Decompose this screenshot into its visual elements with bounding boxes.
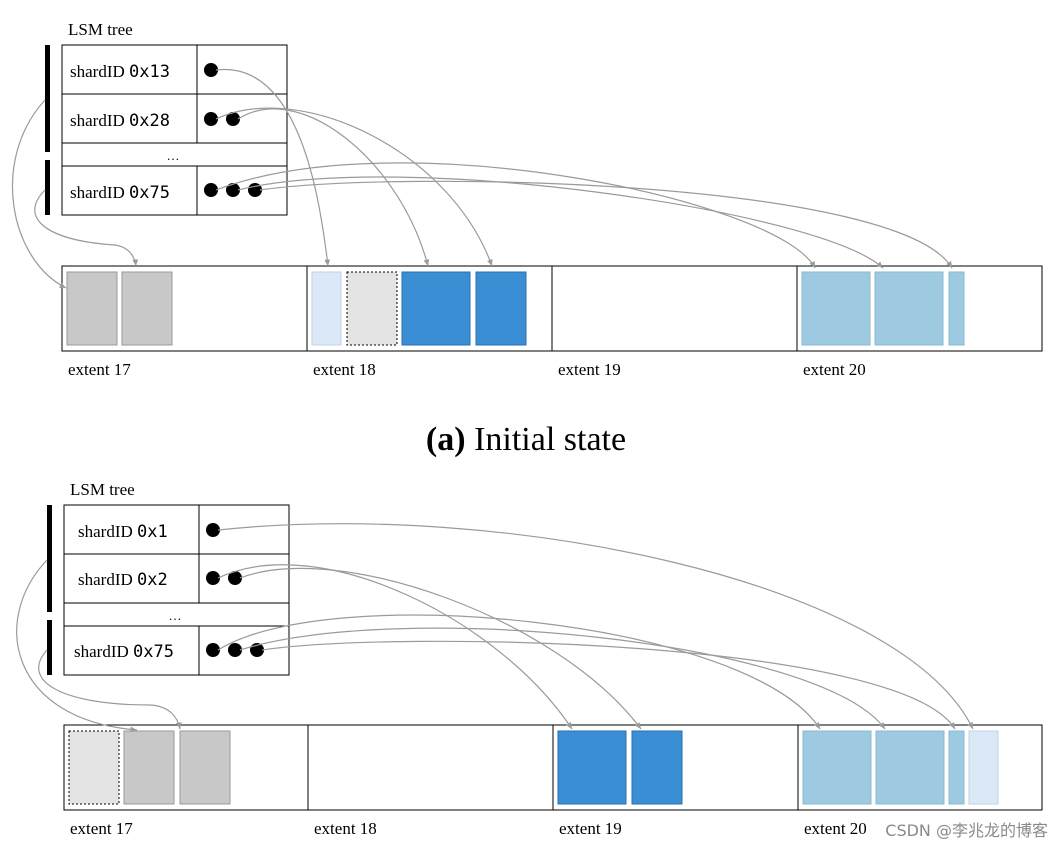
extent20-block-4-b [968,730,999,805]
extent18-block-2-a [475,271,527,346]
pointer-arrows-b [16,523,974,733]
shard-row-b-0x75: shardID 0x75 [74,642,174,662]
extent18-freed-blue-a [311,271,342,346]
extent17-freed-gray-b [68,730,120,805]
lsm-tree-label-a: LSM tree [68,20,133,39]
ellipsis-b: … [169,608,182,623]
ellipsis-a: … [167,148,180,163]
extent-label-a-20: extent 20 [803,360,866,379]
extent-label-b-19: extent 19 [559,819,622,838]
extent20-block-1-b [802,730,872,805]
extent17-block-1-b [123,730,175,805]
shard-row-a-0x75: shardID 0x75 [70,183,170,203]
extent19-block-2-b [631,730,683,805]
level-bar-a1 [45,45,50,152]
panel-a: LSM tree shardID 0x13 shardID 0x28 … sha… [12,20,1043,379]
shard-row-a-0x13: shardID 0x13 [70,62,170,82]
extent20-block-1-a [801,271,871,346]
lsm-tree-table-a [61,44,288,216]
lsm-tree-label-b: LSM tree [70,480,135,499]
extent17-block-2-a [121,271,173,346]
extent18-block-1-a [401,271,471,346]
extent19-block-1-b [557,730,627,805]
extent20-block-3-a [948,271,965,346]
extent-row-a [61,265,1043,352]
extent18-freed-gray-a [346,271,398,346]
panel-b: LSM tree shardID 0x1 shardID 0x2 … shard… [16,480,1043,838]
pointer-arrows-a [12,69,953,289]
extent17-block-2-b [179,730,231,805]
pointer-dots-b [206,523,264,657]
extent-label-a-17: extent 17 [68,360,131,379]
shard-row-b-0x1: shardID 0x1 [78,522,168,542]
extent20-block-2-a [874,271,944,346]
extent20-block-2-b [875,730,945,805]
level-bar-b2 [47,620,52,675]
lsm-tree-table-b [63,504,290,676]
extent17-block-1-a [66,271,118,346]
extent20-block-3-b [948,730,965,805]
extent-label-b-20: extent 20 [804,819,867,838]
extent-label-a-19: extent 19 [558,360,621,379]
extent-label-a-18: extent 18 [313,360,376,379]
extent-row-b [63,724,1043,811]
shard-row-b-0x2: shardID 0x2 [78,570,168,590]
pointer-dots-a [204,63,262,197]
level-bar-a2 [45,160,50,215]
extent-label-b-17: extent 17 [70,819,133,838]
shard-row-a-0x28: shardID 0x28 [70,111,170,131]
caption-a: (a) Initial state [426,421,626,458]
extent-label-b-18: extent 18 [314,819,377,838]
level-bar-b1 [47,505,52,612]
watermark: CSDN @李兆龙的博客 [885,821,1048,840]
